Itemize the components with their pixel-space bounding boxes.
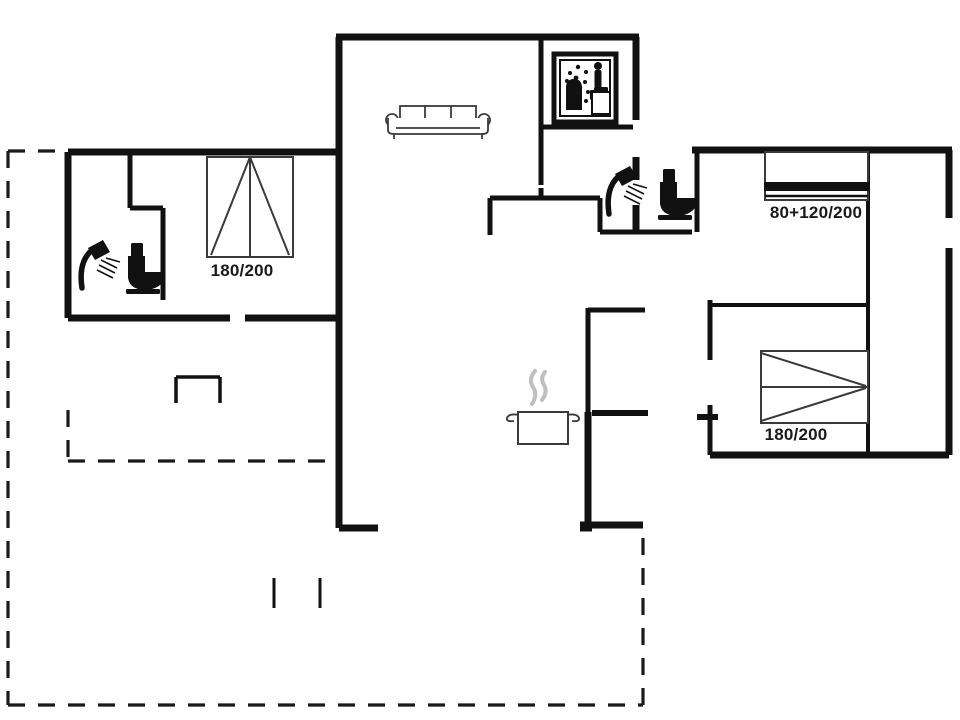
bed-80-120-200 [764,151,869,201]
fireplace-fixture [174,375,222,403]
bed-left-dimension-label: 180/200 [211,261,274,280]
sauna-icon [551,51,619,125]
sofa-icon [385,105,491,139]
cooking-pot-icon [505,369,581,445]
bed-180-200-left [206,156,294,258]
terrace-outline [6,149,645,707]
bed-top-right-dimension-label: 80+120/200 [770,203,862,222]
wall-group [64,33,953,532]
bed-180-200-right [760,350,869,424]
shower-icon [78,240,121,291]
shower-icon [605,166,648,217]
toilet-icon [126,243,166,294]
bed-bottom-right-dimension-label: 180/200 [765,425,828,444]
toilet-icon [658,169,698,220]
terrace-railing-marks [272,578,322,608]
